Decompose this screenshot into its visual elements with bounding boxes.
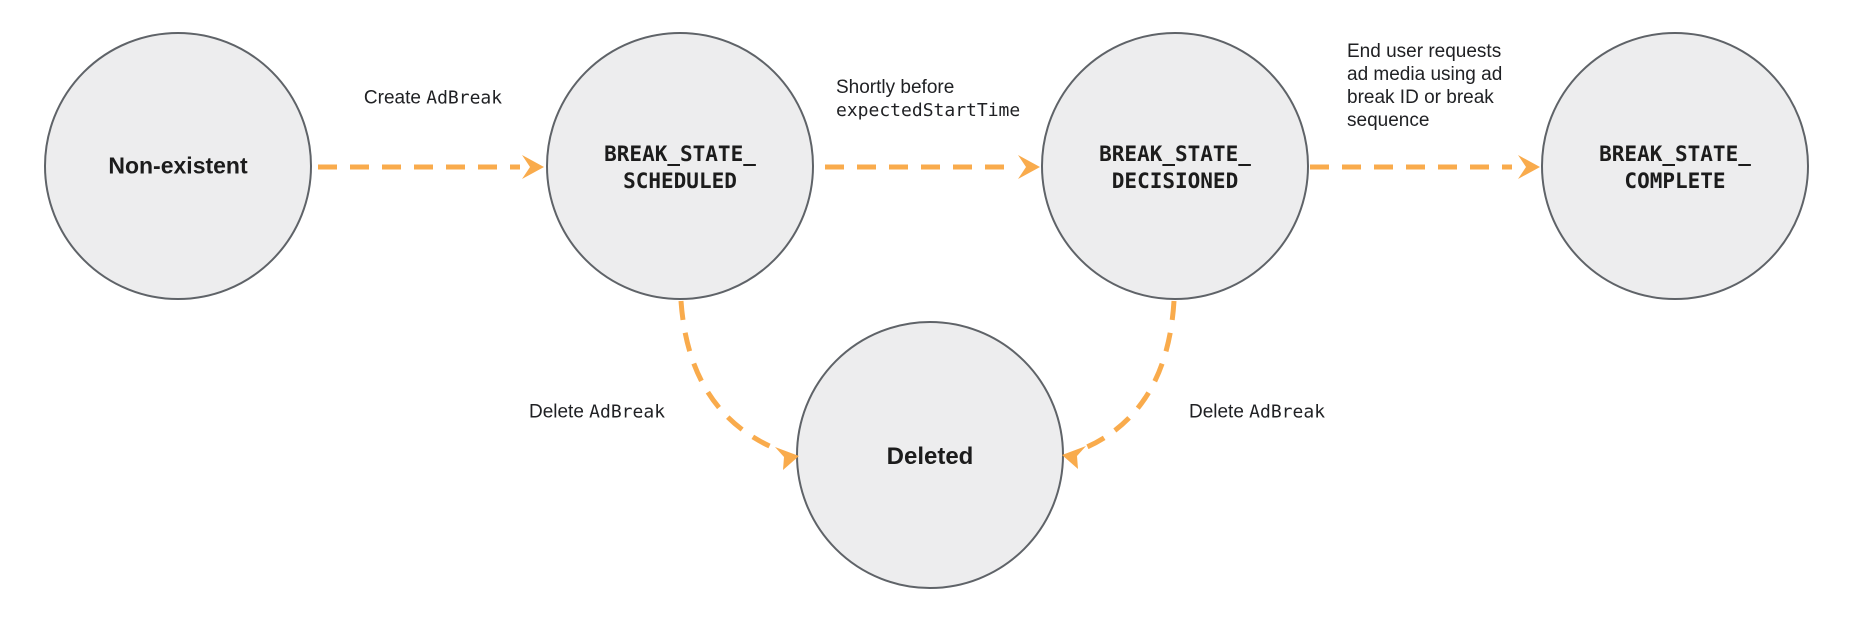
- arrowhead-icon: [1018, 155, 1040, 179]
- node-label-deleted: Deleted: [886, 443, 974, 470]
- arrowhead-icon: [775, 447, 799, 470]
- edge-label-code: AdBreak: [589, 401, 666, 423]
- edge-label-text: Delete: [1188, 401, 1250, 423]
- node-circle-non-existent: [44, 32, 312, 300]
- edge-arrow-delete-adbreak-left: [678, 300, 782, 454]
- arrowhead-icon: [1518, 155, 1540, 179]
- arrowhead-icon: [1062, 446, 1086, 469]
- edge-label-text: Delete: [528, 401, 590, 423]
- edge-label-line: sequence: [1347, 110, 1430, 131]
- arrowhead-icon: [522, 155, 544, 179]
- node-label-non-existent: Non-existent: [108, 152, 248, 179]
- node-label-line: BREAK_STATE_: [1599, 142, 1751, 166]
- edge-label-text: Shortly before: [836, 77, 955, 98]
- edge-label-line: ad media using ad: [1347, 64, 1503, 85]
- node-label-line: BREAK_STATE_: [604, 142, 756, 166]
- node-label-break-state-complete: BREAK_STATE_ COMPLETE: [1599, 141, 1751, 195]
- edge-label-line: End user requests: [1347, 41, 1502, 62]
- node-circle-break-state-complete: [1541, 32, 1809, 300]
- edge-label-text: Create: [363, 87, 427, 109]
- node-label-line: SCHEDULED: [623, 169, 737, 193]
- edge-label-delete-adbreak-left: Delete AdBreak: [529, 401, 665, 424]
- edge-label-code: expectedStartTime: [836, 100, 1021, 121]
- node-label-line: BREAK_STATE_: [1099, 142, 1251, 166]
- node-label-break-state-decisioned: BREAK_STATE_ DECISIONED: [1099, 141, 1251, 195]
- node-circle-break-state-decisioned: [1041, 32, 1309, 300]
- edge-label-delete-adbreak-right: Delete AdBreak: [1189, 401, 1325, 424]
- edge-label-code: AdBreak: [426, 87, 503, 109]
- edge-label-code: AdBreak: [1249, 401, 1326, 423]
- edge-arrow-delete-adbreak-right: [1079, 300, 1177, 453]
- edge-label-shortly-before: Shortly before expectedStartTime: [836, 76, 1020, 122]
- edge-label-end-user-requests: End user requests ad media using ad brea…: [1347, 40, 1502, 132]
- node-circle-break-state-scheduled: [546, 32, 814, 300]
- node-label-line: COMPLETE: [1624, 169, 1726, 193]
- edge-label-line: break ID or break: [1347, 87, 1494, 108]
- edge-label-create-adbreak: Create AdBreak: [364, 87, 502, 110]
- node-label-line: DECISIONED: [1111, 169, 1239, 193]
- node-label-break-state-scheduled: BREAK_STATE_ SCHEDULED: [604, 141, 756, 195]
